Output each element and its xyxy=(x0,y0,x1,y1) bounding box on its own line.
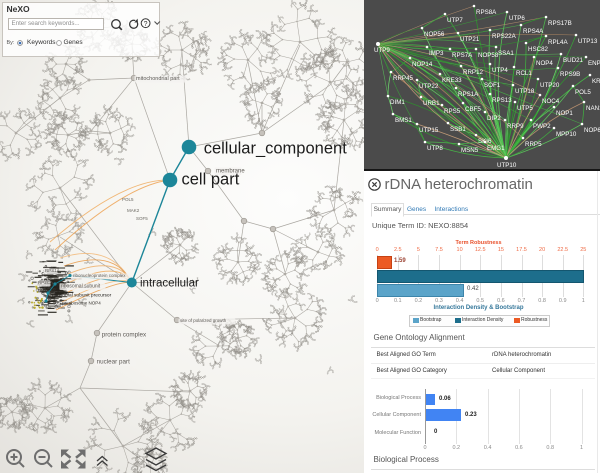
svg-text:SOF5: SOF5 xyxy=(136,216,148,221)
svg-text:UTP15: UTP15 xyxy=(419,127,439,134)
svg-text:POL5: POL5 xyxy=(575,89,591,96)
svg-text:RPS4A: RPS4A xyxy=(523,28,544,35)
svg-text:PWP2: PWP2 xyxy=(533,123,551,130)
svg-text:cell part: cell part xyxy=(182,171,240,189)
svg-text:RPS5: RPS5 xyxy=(444,108,461,115)
svg-text:RPS8A: RPS8A xyxy=(476,9,497,16)
svg-text:ENP1: ENP1 xyxy=(588,60,600,67)
svg-text:membrane: membrane xyxy=(216,169,245,175)
svg-text:ribonucleoprotein complex: ribonucleoprotein complex xyxy=(73,273,126,278)
svg-text:SSB1: SSB1 xyxy=(450,126,466,133)
svg-text:IMP3: IMP3 xyxy=(429,50,444,57)
svg-text:mitochondrial part: mitochondrial part xyxy=(136,76,180,82)
svg-text:UTP7: UTP7 xyxy=(447,17,463,24)
svg-text:RRP12: RRP12 xyxy=(463,69,484,76)
svg-text:UTP22: UTP22 xyxy=(419,83,439,90)
svg-text:KRR1: KRR1 xyxy=(592,78,600,85)
svg-text:CBF5: CBF5 xyxy=(465,106,481,113)
svg-text:NOP14: NOP14 xyxy=(412,61,433,68)
svg-text:NOP4: NOP4 xyxy=(536,60,553,67)
svg-text:RP2CA: RP2CA xyxy=(38,280,53,285)
svg-text:RPS22A: RPS22A xyxy=(492,33,517,40)
svg-text:RPS1A: RPS1A xyxy=(458,91,479,98)
svg-text:BMS1: BMS1 xyxy=(395,117,412,124)
svg-text:RRP45: RRP45 xyxy=(393,75,414,82)
svg-text:UTP4: UTP4 xyxy=(492,67,508,74)
svg-text:NOP56: NOP56 xyxy=(424,31,445,38)
svg-text:HSC82: HSC82 xyxy=(528,46,549,53)
svg-text:ribosomal subunit precursor: ribosomal subunit precursor xyxy=(52,293,112,299)
svg-text:90S preribosome NOP4: 90S preribosome NOP4 xyxy=(53,301,101,306)
svg-text:POL5: POL5 xyxy=(122,197,134,202)
svg-text:MPP10: MPP10 xyxy=(556,131,577,138)
svg-text:BUD21: BUD21 xyxy=(563,57,584,64)
svg-text:SSA1: SSA1 xyxy=(498,50,514,57)
svg-text:RPL4A: RPL4A xyxy=(548,39,568,46)
svg-text:?: ? xyxy=(144,21,148,28)
svg-text:UTP18: UTP18 xyxy=(515,88,535,95)
svg-text:UTP6: UTP6 xyxy=(509,15,525,22)
svg-text:RPS17B: RPS17B xyxy=(548,20,572,27)
svg-text:SOF1: SOF1 xyxy=(484,82,501,89)
svg-text:MSN5: MSN5 xyxy=(461,147,479,154)
svg-text:DIP2: DIP2 xyxy=(487,115,501,122)
svg-text:RRP9: RRP9 xyxy=(507,123,524,130)
svg-text:RRP5: RRP5 xyxy=(525,141,542,148)
svg-text:RPS1A: RPS1A xyxy=(45,268,60,273)
svg-text:NOP58: NOP58 xyxy=(478,52,499,59)
svg-text:site of polarized growth: site of polarized growth xyxy=(180,318,227,323)
svg-text:EMG1: EMG1 xyxy=(487,145,505,152)
svg-text:protein complex: protein complex xyxy=(102,332,147,339)
svg-text:UTP20: UTP20 xyxy=(540,82,560,89)
svg-text:UTP13: UTP13 xyxy=(578,38,598,45)
svg-text:NAN1: NAN1 xyxy=(586,105,600,112)
svg-text:URB1: URB1 xyxy=(423,100,440,107)
svg-text:RCL1: RCL1 xyxy=(516,70,532,77)
svg-text:NOC4: NOC4 xyxy=(542,98,560,105)
svg-text:NOP6: NOP6 xyxy=(584,127,600,134)
svg-text:KRE33: KRE33 xyxy=(442,77,462,84)
svg-text:UTP8: UTP8 xyxy=(427,145,443,152)
svg-text:ribosomal subunit: ribosomal subunit xyxy=(61,284,101,290)
svg-text:cellular_component: cellular_component xyxy=(204,140,348,158)
svg-text:NOP1: NOP1 xyxy=(556,110,573,117)
svg-text:nuclear part: nuclear part xyxy=(97,359,131,366)
svg-text:UTP10: UTP10 xyxy=(497,162,517,169)
svg-text:UTP9: UTP9 xyxy=(374,47,390,54)
svg-text:UTP5: UTP5 xyxy=(517,105,533,112)
svg-text:intracellular: intracellular xyxy=(140,278,199,290)
svg-text:MAK2: MAK2 xyxy=(127,208,140,213)
svg-text:UTP21: UTP21 xyxy=(460,36,480,43)
svg-text:RPS13: RPS13 xyxy=(492,97,512,104)
svg-text:RPS7A: RPS7A xyxy=(452,52,473,59)
svg-text:RPS9B: RPS9B xyxy=(560,71,580,78)
svg-text:DIM1: DIM1 xyxy=(390,99,405,106)
